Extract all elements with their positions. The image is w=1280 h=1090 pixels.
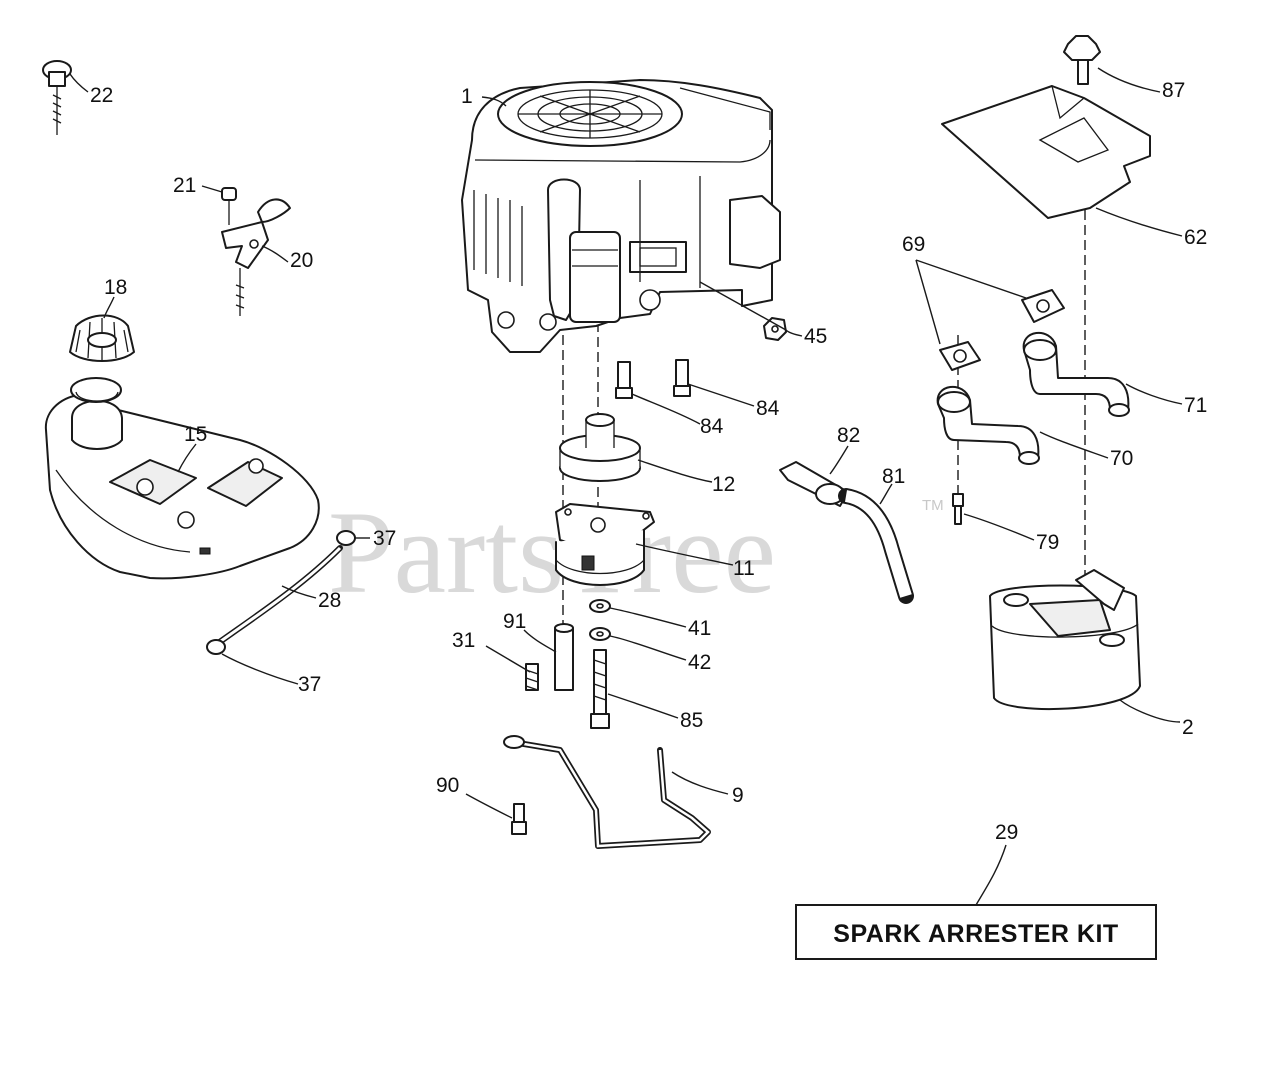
spacer-tube-part[interactable] — [554, 623, 574, 691]
knob-screw-part[interactable] — [1063, 35, 1101, 85]
electric-clutch-part[interactable] — [555, 503, 655, 586]
callout-28[interactable]: 28 — [318, 589, 341, 612]
breather-fitting-part[interactable] — [779, 461, 849, 507]
fuel-cap-part[interactable] — [69, 314, 135, 362]
muffler-bolt-part[interactable] — [952, 493, 964, 525]
callout-84a[interactable]: 84 — [700, 415, 724, 438]
callout-22[interactable]: 22 — [90, 84, 113, 107]
heat-shield-part[interactable] — [941, 85, 1151, 219]
callout-91[interactable]: 91 — [503, 610, 526, 633]
dipstick-cap-part[interactable] — [42, 60, 72, 135]
exhaust-pipe-part[interactable] — [1022, 331, 1130, 417]
watermark-trademark: TM — [922, 497, 944, 514]
bolt-part[interactable] — [615, 359, 691, 399]
callout-31[interactable]: 31 — [452, 629, 475, 652]
leader-lines — [69, 67, 1183, 906]
callout-29[interactable]: 29 — [995, 821, 1018, 844]
callout-37a[interactable]: 37 — [373, 527, 396, 550]
exhaust-gasket-part[interactable] — [939, 289, 1065, 371]
watermark: PartsTree — [328, 487, 776, 618]
breather-hose-part[interactable] — [838, 488, 914, 604]
exhaust-pipe-part[interactable] — [936, 385, 1040, 465]
callout-84b[interactable]: 84 — [756, 397, 780, 420]
spark-arrester-kit-box[interactable]: SPARK ARRESTER KIT — [795, 904, 1157, 960]
callout-15[interactable]: 15 — [184, 423, 207, 446]
muffler-part[interactable] — [989, 569, 1141, 711]
callout-21[interactable]: 21 — [173, 174, 196, 197]
callout-90[interactable]: 90 — [436, 774, 459, 797]
callout-labels: 1 2 9 11 12 15 18 20 21 22 28 29 31 37 3… — [90, 79, 1207, 844]
callout-37b[interactable]: 37 — [298, 673, 321, 696]
callout-71[interactable]: 71 — [1184, 394, 1207, 417]
callout-81[interactable]: 81 — [882, 465, 905, 488]
pulley-part[interactable] — [559, 413, 641, 482]
callout-82[interactable]: 82 — [837, 424, 860, 447]
spark-arrester-kit-label: SPARK ARRESTER KIT — [833, 920, 1118, 948]
callout-70[interactable]: 70 — [1110, 447, 1133, 470]
callout-85[interactable]: 85 — [680, 709, 703, 732]
callout-2[interactable]: 2 — [1182, 716, 1194, 739]
callout-1[interactable]: 1 — [461, 85, 473, 108]
small-bolt-part[interactable] — [511, 803, 527, 835]
washer-part[interactable] — [589, 599, 611, 641]
nut-part[interactable] — [763, 317, 787, 341]
long-bolt-part[interactable] — [590, 649, 610, 729]
callout-11[interactable]: 11 — [733, 557, 755, 580]
fuel-tank-part[interactable] — [44, 377, 320, 580]
callout-45[interactable]: 45 — [804, 325, 827, 348]
engine-part[interactable] — [461, 79, 781, 353]
callout-9[interactable]: 9 — [732, 784, 744, 807]
callout-87[interactable]: 87 — [1162, 79, 1185, 102]
callout-18[interactable]: 18 — [104, 276, 127, 299]
set-screw-part[interactable] — [525, 663, 539, 691]
callout-42[interactable]: 42 — [688, 651, 711, 674]
callout-20[interactable]: 20 — [290, 249, 313, 272]
callout-62[interactable]: 62 — [1184, 226, 1207, 249]
rod-part[interactable] — [503, 735, 711, 849]
throttle-bracket-part[interactable] — [221, 187, 291, 316]
callout-12[interactable]: 12 — [712, 473, 735, 496]
callout-79[interactable]: 79 — [1036, 531, 1059, 554]
callout-69[interactable]: 69 — [902, 233, 925, 256]
fuel-line-part[interactable] — [211, 545, 343, 649]
callout-41[interactable]: 41 — [688, 617, 711, 640]
